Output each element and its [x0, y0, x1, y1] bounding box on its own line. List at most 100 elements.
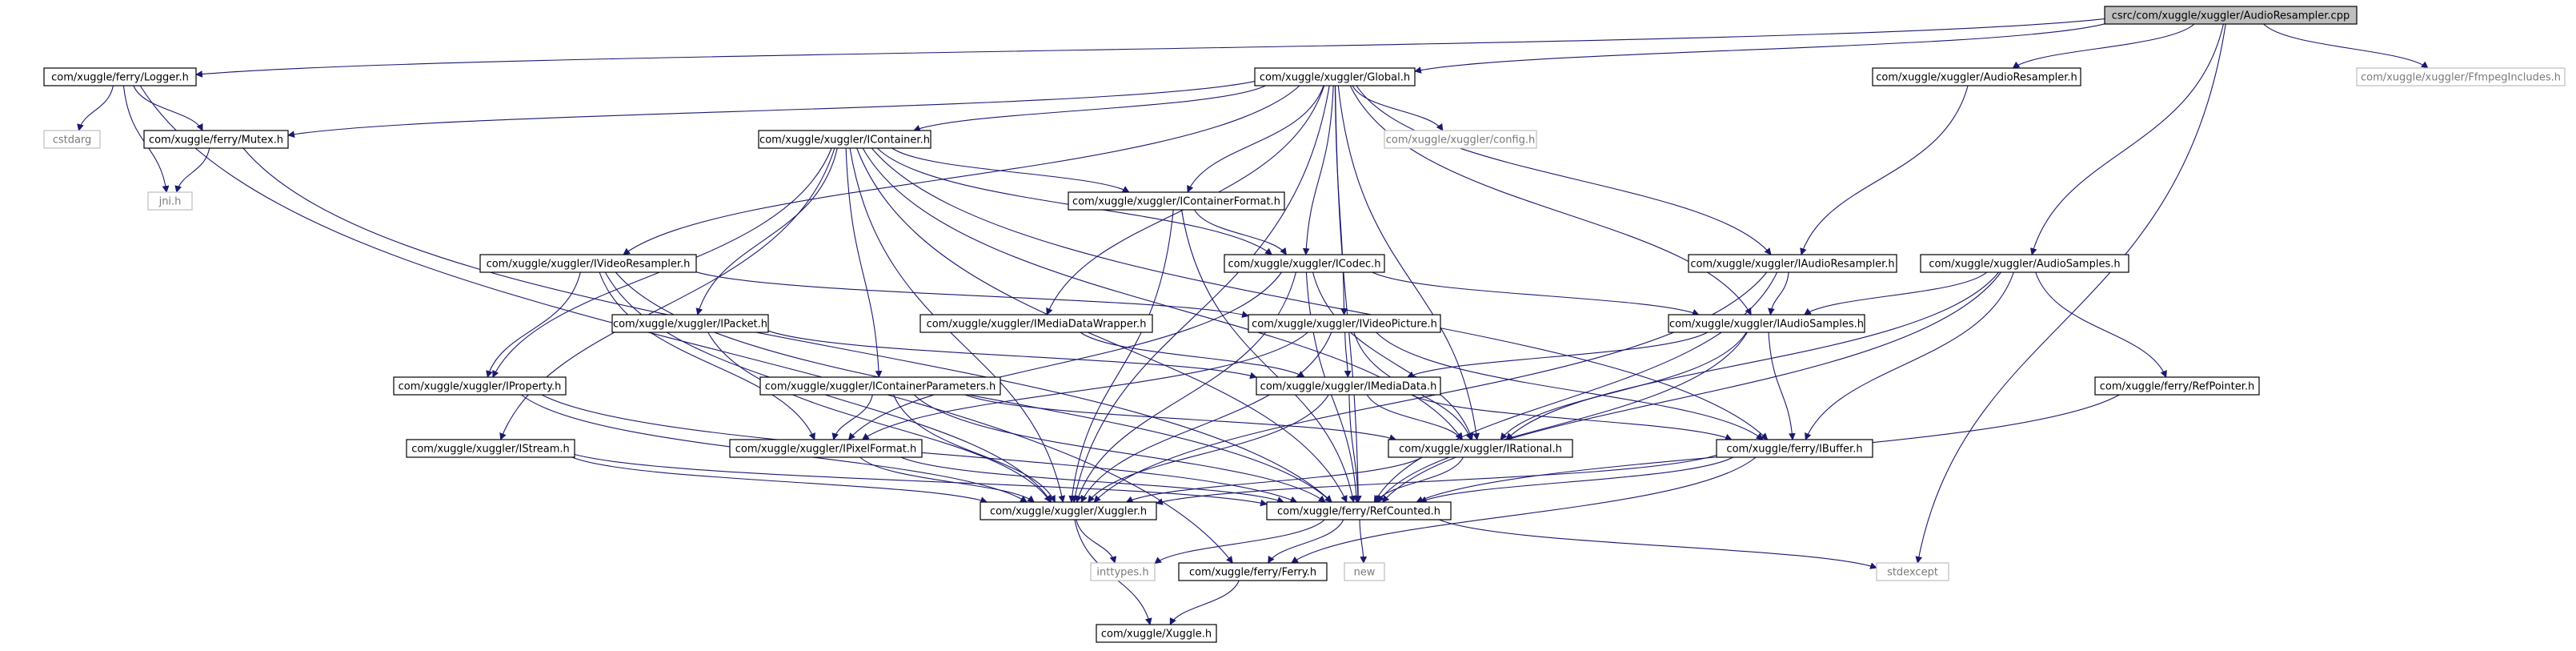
edge-global-to-icodec	[1302, 85, 1334, 255]
node-ivideoresampler[interactable]: com/xuggle/xuggler/IVideoResampler.h	[479, 254, 697, 273]
edge-icodec-to-irational	[1312, 271, 1474, 440]
edge-icontainerformat-to-icodec	[1194, 209, 1287, 255]
node-label-ibuffer: com/xuggle/ferry/IBuffer.h	[1726, 444, 1862, 456]
node-label-irational: com/xuggle/xuggler/IRational.h	[1399, 444, 1562, 456]
edge-ibuffer-to-refcounted	[1419, 456, 1733, 503]
node-box-ipixelformat	[729, 439, 923, 458]
node-mutex[interactable]: com/xuggle/ferry/Mutex.h	[143, 130, 289, 149]
edge-irational-to-xuggler	[1125, 456, 1423, 503]
edge-icontainer-to-xuggler	[849, 147, 1066, 503]
edge-ferry-to-xuggle	[1169, 580, 1240, 625]
edges-layer	[77, 18, 2429, 625]
edge-ivideopicture-to-ibuffer	[1376, 332, 1764, 440]
node-icontainer[interactable]: com/xuggle/xuggler/IContainer.h	[758, 130, 931, 149]
edge-root-to-ffmpegincludes	[2263, 23, 2429, 69]
edge-imediadatawrapper-to-imediadata	[1080, 332, 1305, 378]
edge-icontainerformat-to-xuggler	[1068, 209, 1174, 503]
node-box-cstdarg	[43, 130, 101, 149]
node-label-audiosamples: com/xuggle/xuggler/AudioSamples.h	[1929, 259, 2120, 271]
node-icontainerparameters[interactable]: com/xuggle/xuggler/IContainerParameters.…	[759, 376, 1001, 396]
node-iaudioresampler[interactable]: com/xuggle/xuggler/IAudioResampler.h	[1688, 254, 1897, 273]
node-box-imediadatawrapper	[919, 314, 1153, 333]
node-box-ffmpegincludes	[2356, 67, 2566, 86]
node-box-icontainer	[758, 130, 931, 149]
node-box-icontainerformat	[1068, 191, 1285, 211]
node-label-imediadata: com/xuggle/xuggler/IMediaData.h	[1260, 381, 1437, 393]
node-imediadatawrapper[interactable]: com/xuggle/xuggler/IMediaDataWrapper.h	[919, 314, 1153, 333]
node-box-ivideopicture	[1248, 314, 1441, 333]
node-global[interactable]: com/xuggle/xuggler/Global.h	[1254, 67, 1416, 86]
edge-logger-to-cstdarg	[77, 85, 114, 131]
edge-ipacket-to-xuggler	[707, 332, 1052, 503]
node-label-iaudioresampler: com/xuggle/xuggler/IAudioResampler.h	[1690, 259, 1894, 271]
edge-global-to-config	[1352, 85, 1444, 131]
edge-root-to-audiosamples	[2029, 23, 2224, 255]
node-label-icodec: com/xuggle/xuggler/ICodec.h	[1228, 259, 1381, 271]
edge-iaudiosamples-to-irational	[1500, 332, 1747, 440]
node-icontainerformat[interactable]: com/xuggle/xuggler/IContainerFormat.h	[1068, 191, 1285, 211]
node-ibuffer[interactable]: com/xuggle/ferry/IBuffer.h	[1716, 439, 1873, 458]
edge-ipixelformat-to-refcounted	[900, 456, 1284, 504]
edge-icontainer-to-ibuffer	[871, 147, 1769, 440]
node-cstdarg: cstdarg	[43, 130, 101, 149]
edge-icodec-to-iaudiosamples	[1372, 271, 1700, 316]
node-audioresampler_h[interactable]: com/xuggle/xuggler/AudioResampler.h	[1872, 67, 2081, 86]
node-label-refpointer: com/xuggle/ferry/RefPointer.h	[2100, 381, 2255, 393]
edge-audiosamples-to-refpointer	[2035, 271, 2167, 378]
node-refpointer[interactable]: com/xuggle/ferry/RefPointer.h	[2094, 376, 2260, 396]
edge-xuggler-to-inttypes	[1076, 519, 1117, 564]
node-ferry[interactable]: com/xuggle/ferry/Ferry.h	[1178, 562, 1328, 581]
edge-global-to-mutex	[287, 81, 1256, 139]
edge-global-to-refcounted	[1335, 85, 1362, 503]
node-label-ivideoresampler: com/xuggle/xuggler/IVideoResampler.h	[487, 259, 691, 271]
node-box-audiosamples	[1920, 254, 2129, 273]
node-irational[interactable]: com/xuggle/xuggler/IRational.h	[1388, 439, 1573, 458]
node-audiosamples[interactable]: com/xuggle/xuggler/AudioSamples.h	[1920, 254, 2129, 273]
node-label-ivideopicture: com/xuggle/xuggler/IVideoPicture.h	[1252, 319, 1437, 331]
edge-iaudiosamples-to-ibuffer	[1768, 332, 1796, 440]
edge-ibuffer-to-xuggler	[1156, 454, 1717, 505]
edge-ipacket-to-imediadata	[767, 330, 1257, 380]
node-label-stdexcept: stdexcept	[1887, 567, 1938, 579]
node-label-jni: jni.h	[158, 196, 182, 208]
node-ivideopicture[interactable]: com/xuggle/xuggler/IVideoPicture.h	[1248, 314, 1441, 333]
edge-icontainer-to-icontainerformat	[891, 147, 1130, 193]
edge-icontainerparameters-to-refcounted	[913, 394, 1326, 503]
node-xuggler[interactable]: com/xuggle/xuggler/Xuggler.h	[980, 501, 1157, 520]
node-xuggle[interactable]: com/xuggle/Xuggle.h	[1096, 624, 1217, 643]
node-refcounted[interactable]: com/xuggle/ferry/RefCounted.h	[1266, 501, 1452, 520]
edge-icontainerparameters-to-xuggler	[893, 394, 1056, 503]
edge-audiosamples-to-irational	[1505, 271, 2000, 440]
node-label-imediadatawrapper: com/xuggle/xuggler/IMediaDataWrapper.h	[927, 319, 1147, 331]
node-iproperty[interactable]: com/xuggle/xuggler/IProperty.h	[393, 376, 567, 396]
edge-logger-to-mutex	[133, 85, 203, 131]
node-inttypes: inttypes.h	[1090, 562, 1156, 581]
node-icodec[interactable]: com/xuggle/xuggler/ICodec.h	[1224, 254, 1385, 273]
edge-refcounted-to-ferry	[1268, 519, 1344, 564]
node-root[interactable]: csrc/com/xuggle/xuggler/AudioResampler.c…	[2104, 6, 2358, 25]
node-label-icontainerparameters: com/xuggle/xuggler/IContainerParameters.…	[765, 381, 996, 393]
node-ipacket[interactable]: com/xuggle/xuggler/IPacket.h	[611, 314, 769, 333]
node-box-ivideoresampler	[479, 254, 697, 273]
node-label-refcounted: com/xuggle/ferry/RefCounted.h	[1277, 506, 1440, 518]
edge-icontainer-to-refcounted	[856, 147, 1348, 503]
node-label-inttypes: inttypes.h	[1096, 567, 1148, 579]
node-box-icontainerparameters	[759, 376, 1001, 396]
node-imediadata[interactable]: com/xuggle/xuggler/IMediaData.h	[1256, 376, 1441, 396]
node-ipixelformat[interactable]: com/xuggle/xuggler/IPixelFormat.h	[729, 439, 923, 458]
node-box-refcounted	[1266, 501, 1452, 520]
edge-audiosamples-to-refcounted	[1382, 271, 2001, 503]
edge-imediadata-to-refcounted	[1348, 394, 1362, 503]
edge-iaudiosamples-to-refcounted	[1377, 332, 1748, 503]
node-iaudiosamples[interactable]: com/xuggle/xuggler/IAudioSamples.h	[1668, 314, 1865, 333]
node-box-inttypes	[1090, 562, 1156, 581]
node-config: com/xuggle/xuggler/config.h	[1384, 130, 1537, 149]
node-label-ffmpegincludes: com/xuggle/xuggler/FfmpegIncludes.h	[2361, 72, 2561, 84]
node-box-jni	[147, 191, 193, 211]
edge-audioresampler_h-to-iaudioresampler	[1800, 85, 1969, 255]
node-ffmpegincludes: com/xuggle/xuggler/FfmpegIncludes.h	[2356, 67, 2566, 86]
node-logger[interactable]: com/xuggle/ferry/Logger.h	[43, 67, 197, 86]
node-label-iaudiosamples: com/xuggle/xuggler/IAudioSamples.h	[1669, 319, 1864, 331]
edge-icontainer-to-ipacket	[695, 147, 838, 315]
node-istream[interactable]: com/xuggle/xuggler/IStream.h	[406, 439, 575, 458]
